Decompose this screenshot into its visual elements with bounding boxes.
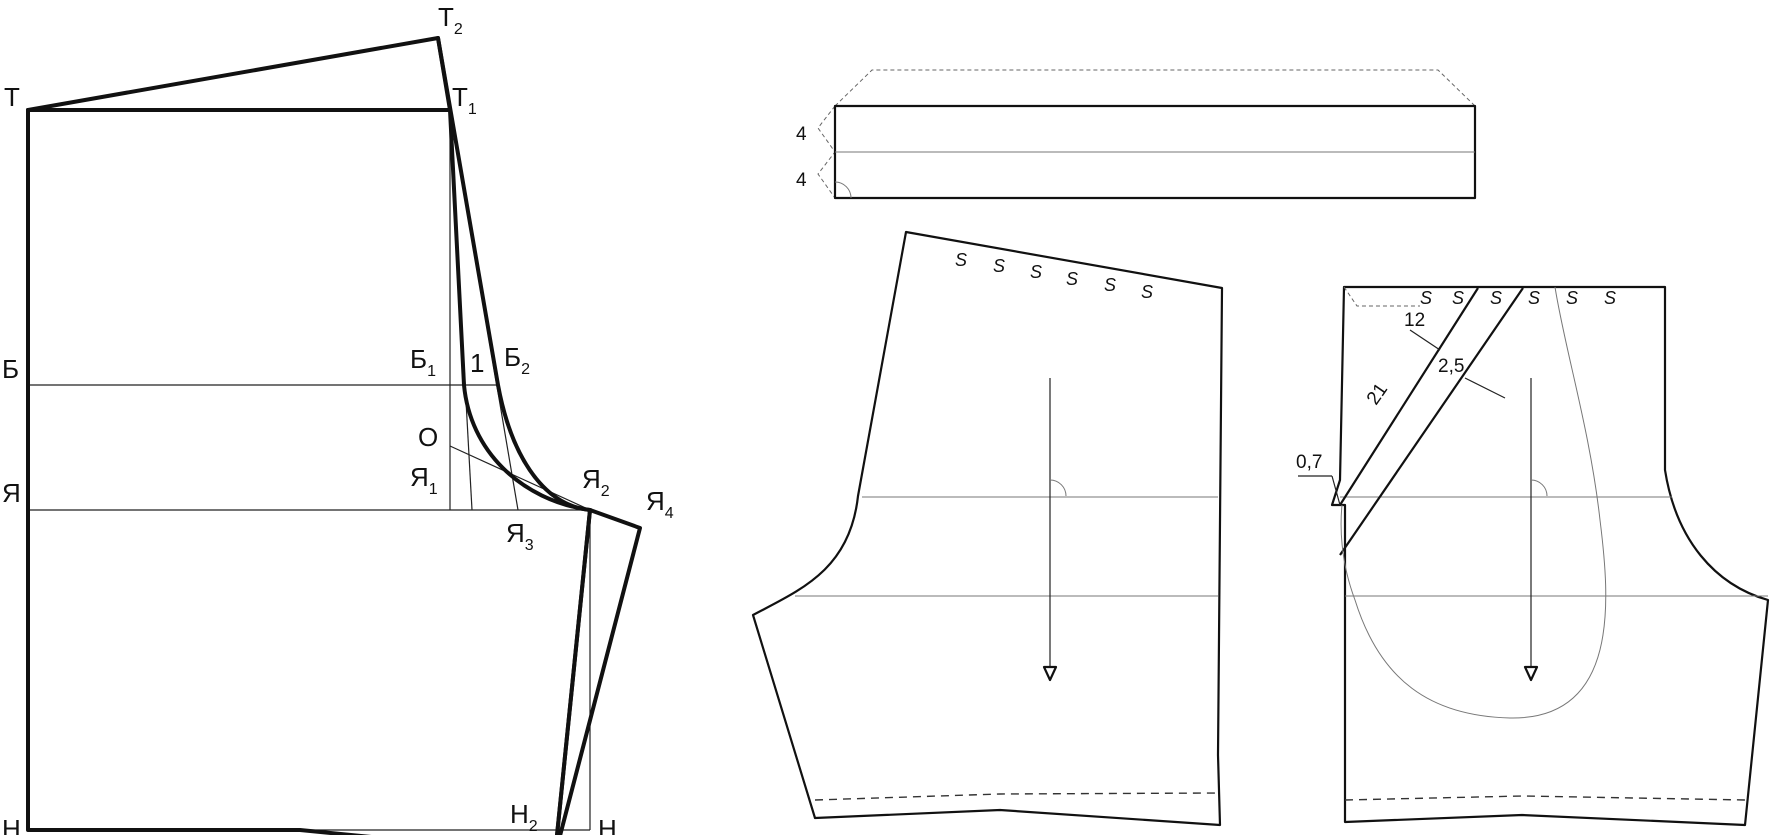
waistband-right-angle: [834, 181, 852, 199]
pocket-bag: [1340, 286, 1607, 719]
waistband-dim-upper: 4: [796, 124, 807, 145]
label-ya2: Я2: [582, 464, 610, 500]
pocket-inner-line: [1339, 287, 1479, 506]
back-seam-marks: S S S S S S: [955, 250, 1153, 302]
label-b1: Б1: [410, 344, 436, 380]
label-crotch-offset: 1: [470, 348, 484, 378]
pocket-dim-leader-2: [1464, 377, 1506, 399]
label-ya: Я: [2, 478, 21, 508]
back-right-angle: [1049, 479, 1067, 497]
seam-mark: S: [1030, 262, 1042, 282]
waistband: 4 4: [796, 69, 1477, 200]
base-draft: Т Т2 Т1 Б Б1 1 Б2 О Я Я1 Я2 Я3 Я4 Н Н2 Н…: [2, 2, 674, 835]
pocket-outer-line: [1339, 287, 1524, 556]
front-hem-dash: [1344, 795, 1746, 801]
label-b: Б: [2, 354, 19, 384]
waistband-fold-outline: [834, 69, 1476, 107]
label-t: Т: [4, 82, 20, 112]
waistband-dim-lower: 4: [796, 170, 807, 191]
seam-mark: S: [1490, 288, 1502, 308]
pocket-dim-leader-4: [1331, 475, 1341, 506]
inseam: [555, 508, 592, 835]
bisector-o: [449, 445, 591, 511]
pocket-shift-label: 0,7: [1296, 452, 1322, 473]
back-piece-outline: [751, 230, 1224, 827]
waistband-zigzag: [817, 105, 836, 199]
seam-mark: S: [955, 250, 967, 270]
seam-mark: S: [1604, 288, 1616, 308]
back-grain-arrow: [1042, 665, 1058, 682]
front-seam-marks: S S S S S S: [1420, 288, 1616, 308]
label-ya1: Я1: [410, 462, 438, 498]
seam-mark: S: [993, 256, 1005, 276]
front-piece: 12 2,5 21 0,7 S S S S S S: [1296, 285, 1770, 827]
label-b2: Б2: [504, 342, 530, 378]
seam-mark: S: [1528, 288, 1540, 308]
label-n: Н: [2, 814, 21, 835]
label-o: О: [418, 422, 438, 452]
pocket-length-label: 21: [1363, 380, 1392, 409]
label-n2: Н2: [510, 799, 538, 835]
outer-outline: [26, 108, 642, 835]
pocket-width-label: 2,5: [1438, 356, 1464, 377]
front-piece-outline: [1330, 285, 1770, 827]
seam-mark: S: [1104, 275, 1116, 295]
label-ya3: Я3: [506, 518, 534, 554]
back-hem-dash: [814, 792, 1219, 801]
label-n1: Н1: [598, 814, 626, 835]
waist-raise: [26, 36, 452, 112]
seam-mark: S: [1141, 282, 1153, 302]
back-rise-curve: [448, 108, 592, 512]
back-piece: S S S S S S: [751, 230, 1224, 827]
front-grain-arrow: [1523, 665, 1539, 682]
label-ya4: Я4: [646, 486, 674, 522]
pocket-dim-leader-1: [1409, 329, 1441, 351]
front-waist-dotted: [1343, 286, 1420, 307]
label-t1: Т1: [452, 82, 477, 118]
pocket-depth-label: 12: [1404, 310, 1425, 331]
label-t2: Т2: [438, 2, 463, 38]
seam-mark: S: [1066, 269, 1078, 289]
seam-mark: S: [1452, 288, 1464, 308]
seam-mark: S: [1420, 288, 1432, 308]
seam-mark: S: [1566, 288, 1578, 308]
front-right-angle: [1530, 479, 1548, 497]
